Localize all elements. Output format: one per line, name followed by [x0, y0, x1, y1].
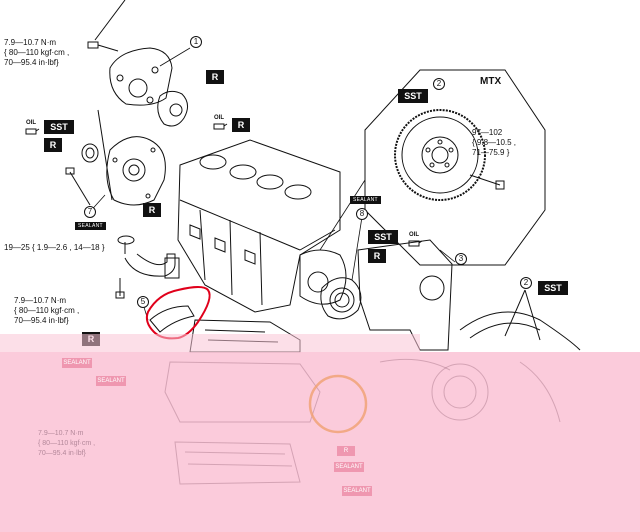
callout-8: 8: [356, 208, 368, 220]
end-plate: [357, 239, 453, 351]
r-badge-block: R: [143, 203, 161, 217]
torque-spec-bottom-line2: { 80—110 kgf·cm ,: [14, 306, 80, 315]
torque-spec-top-line3: 70—95.4 in·lbf}: [4, 58, 59, 67]
faint-sealant-badge: SEALANT: [96, 376, 126, 386]
flywheel-torque-line2: { 9.8—10.5 ,: [472, 138, 517, 147]
drive-plate: [459, 311, 581, 351]
faint-torque-line1: 7.9—10.7 N·m: [38, 430, 84, 437]
mtx-label: MTX: [480, 76, 502, 87]
sealant-badge-left: SEALANT: [75, 222, 106, 230]
highlight-circle: [145, 286, 211, 340]
r-badge-rear: R: [368, 249, 386, 263]
sst-badge-left: SST: [44, 120, 74, 134]
leader-line: [94, 0, 126, 41]
faint-sealant-badge: SEALANT: [62, 358, 92, 368]
rear-oil-seal: [320, 277, 362, 320]
faint-torque-line2: { 80—110 kgf·cm ,: [38, 440, 96, 447]
callout-5: 5: [137, 296, 149, 308]
flywheel: [394, 109, 505, 201]
callout-2: 2: [433, 78, 445, 90]
torque-spec-top-line2: { 80—110 kgf·cm ,: [4, 48, 70, 57]
flywheel-torque-line1: 97—102: [472, 128, 503, 137]
oil-strainer-pipe: [124, 253, 176, 277]
callout-1: 1: [190, 36, 202, 48]
sst-badge-rear: SST: [368, 230, 398, 244]
pink-overlay-strip: [0, 334, 420, 352]
r-badge-mid: R: [232, 118, 250, 132]
sealant-badge-rear: SEALANT: [350, 196, 381, 204]
oil-can-icon: OIL: [22, 120, 40, 136]
r-badge-top: R: [206, 70, 224, 84]
faint-orange-circle: [308, 374, 368, 434]
oil-baffle: [149, 305, 195, 333]
faded-lower-drawing: [164, 358, 561, 485]
faint-sealant-badge: SEALANT: [334, 462, 364, 472]
torque-spec-bottom-line1: 7.9—10.7 N·m: [14, 296, 67, 305]
faint-sealant-badge: SEALANT: [342, 486, 372, 496]
pink-overlay: R SEALANT SEALANT SEALANT SEALANT 7.9—10…: [0, 352, 640, 532]
rear-cover: [299, 249, 347, 305]
callout-2b: 2: [520, 277, 532, 289]
faint-r-badge: R: [337, 446, 355, 456]
flywheel-torque-line3: 71—75.9 }: [472, 148, 510, 157]
cylinder-block: [177, 139, 341, 313]
torque-spec-mid: 19—25 { 1.9—2.6 , 14—18 }: [4, 243, 105, 252]
callout-7: 7: [84, 206, 96, 218]
sst-badge-right: SST: [538, 281, 568, 295]
crank-seal: [81, 143, 99, 163]
sst-badge-mtx: SST: [398, 89, 428, 103]
torque-spec-bottom-line3: 70—95.4 in·lbf}: [14, 316, 69, 325]
oil-can-icon: OIL: [210, 115, 228, 131]
oil-seal: [157, 90, 188, 127]
torque-spec-top-line1: 7.9—10.7 N·m: [4, 38, 57, 47]
callout-3: 3: [455, 253, 467, 265]
oil-can-icon: OIL: [405, 232, 423, 248]
oil-pump: [106, 136, 166, 206]
faint-torque-line3: 70—95.4 in·lbf}: [38, 450, 86, 457]
front-cover-upper: [109, 47, 173, 106]
r-badge-left: R: [44, 138, 62, 152]
mtx-octagon: [364, 69, 546, 266]
long-bolt: [97, 109, 113, 201]
